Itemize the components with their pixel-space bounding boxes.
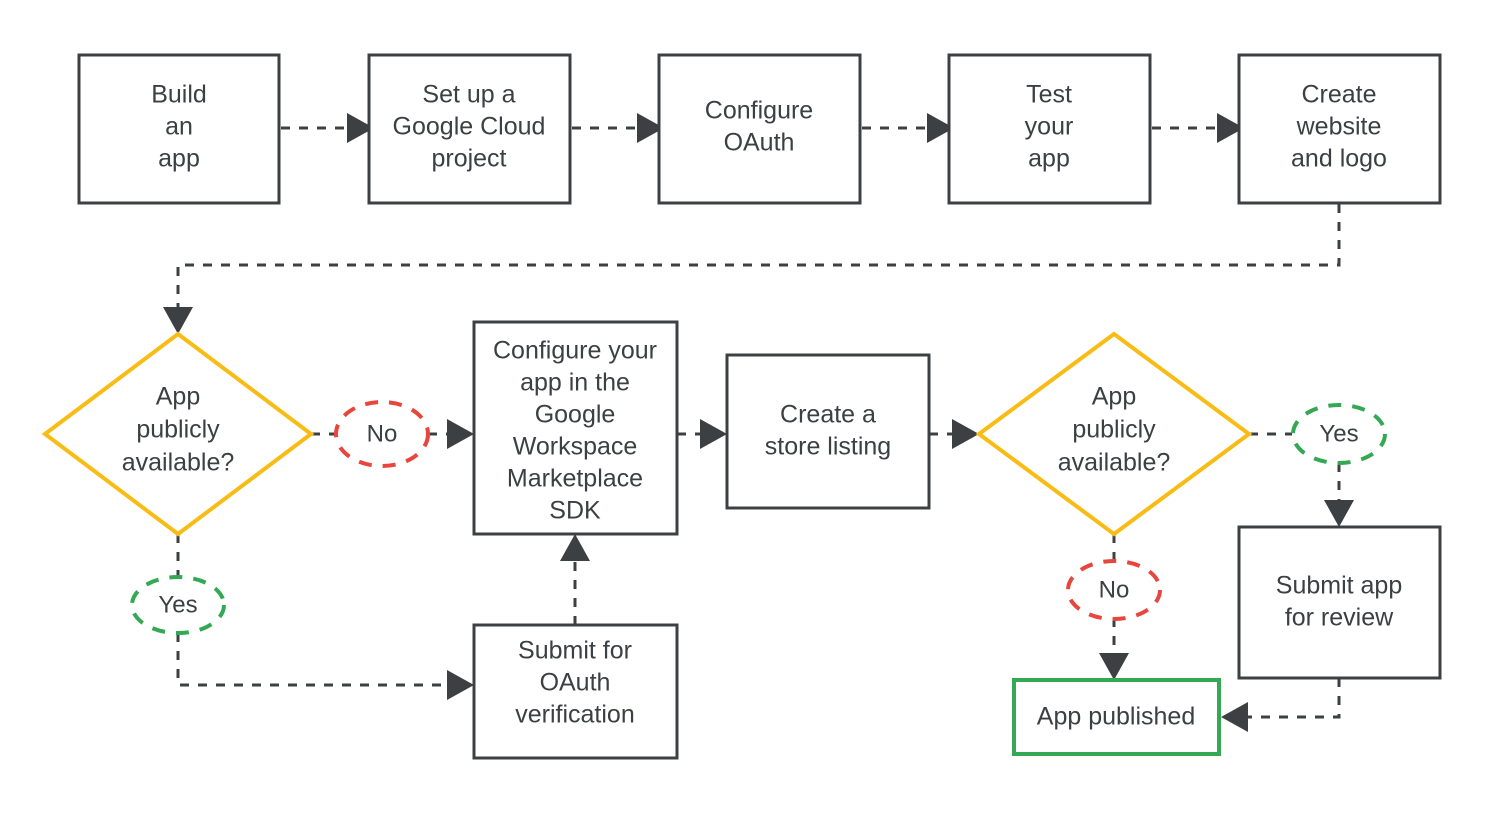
node-submit-for-oauth-verification[interactable]: Submit for OAuth verification (472, 623, 679, 760)
node-configure-sdk-line3: Google (535, 401, 616, 429)
node-submit-app-for-review[interactable]: Submit app for review (1237, 525, 1442, 680)
node-configure-app-marketplace-sdk[interactable]: Configure your app in the Google Workspa… (472, 320, 679, 536)
node-submit-oauth-line3: verification (515, 701, 635, 729)
edge-label-left-yes-text: Yes (158, 591, 197, 618)
node-build-an-app[interactable]: Build an app (77, 53, 281, 205)
node-decision-app-publicly-available-left[interactable]: App publicly available? (41, 331, 315, 537)
node-test-your-app-line3: app (1028, 145, 1070, 173)
node-test-your-app[interactable]: Test your app (947, 53, 1152, 205)
edge-sdk-to-store-listing (677, 419, 727, 449)
edge-label-left-no-text: No (367, 420, 398, 447)
edge-decision-right-no (1099, 534, 1129, 680)
edge-build-to-gcp (281, 113, 374, 143)
node-decision-right-line2: publicly (1072, 416, 1156, 444)
node-configure-oauth[interactable]: Configure OAuth (657, 53, 862, 205)
node-app-published[interactable]: App published (1012, 678, 1221, 756)
node-test-your-app-line1: Test (1026, 81, 1072, 109)
node-setup-google-cloud-project-line3: project (431, 145, 506, 173)
node-create-a-store-listing[interactable]: Create a store listing (725, 353, 931, 510)
edge-oauth-to-test (862, 113, 954, 143)
node-decision-right-line3: available? (1058, 449, 1171, 477)
node-decision-right-line1: App (1092, 383, 1136, 411)
node-build-an-app-line1: Build (151, 81, 207, 109)
node-create-website-and-logo[interactable]: Create website and logo (1237, 53, 1442, 205)
node-create-store-listing-line1: Create a (780, 401, 876, 429)
edge-test-to-website (1152, 113, 1244, 143)
node-test-your-app-line2: your (1025, 113, 1074, 141)
edge-submit-review-to-published (1221, 678, 1341, 732)
node-decision-left-line3: available? (122, 449, 235, 477)
node-submit-oauth-line1: Submit for (518, 637, 632, 665)
edge-oauth-verification-to-sdk (560, 534, 590, 625)
node-configure-oauth-line2: OAuth (724, 129, 795, 157)
node-decision-left-line2: publicly (136, 416, 220, 444)
node-configure-sdk-line2: app in the (520, 369, 630, 397)
node-create-website-and-logo-line1: Create (1301, 81, 1376, 109)
node-create-website-and-logo-line2: website (1296, 113, 1382, 141)
edge-label-right-no-text: No (1099, 576, 1130, 603)
node-build-an-app-line3: app (158, 145, 200, 173)
node-create-store-listing-line2: store listing (765, 433, 891, 461)
node-decision-app-publicly-available-right[interactable]: App publicly available? (975, 331, 1253, 537)
node-configure-oauth-line1: Configure (705, 97, 813, 125)
edge-label-right-yes: Yes (1291, 403, 1387, 465)
edge-decision-right-yes (1249, 432, 1354, 527)
node-submit-review-line1: Submit app (1276, 572, 1402, 600)
node-configure-sdk-line1: Configure your (493, 337, 657, 365)
node-app-published-label: App published (1037, 703, 1195, 731)
edge-label-right-no: No (1066, 559, 1162, 621)
node-decision-left-line1: App (156, 383, 200, 411)
node-create-website-and-logo-line3: and logo (1291, 145, 1387, 173)
node-setup-google-cloud-project-line1: Set up a (422, 81, 515, 109)
node-setup-google-cloud-project-line2: Google Cloud (393, 113, 546, 141)
node-submit-review-line2: for review (1285, 604, 1394, 632)
edge-label-left-yes: Yes (130, 575, 226, 635)
node-configure-sdk-line4: Workspace (513, 433, 638, 461)
edge-label-right-yes-text: Yes (1319, 420, 1358, 447)
node-submit-oauth-line2: OAuth (540, 669, 611, 697)
edge-label-left-no: No (334, 400, 430, 468)
node-configure-sdk-line6: SDK (549, 497, 601, 525)
edge-website-to-decision-left (163, 204, 1341, 334)
edge-gcp-to-oauth (572, 113, 664, 143)
node-build-an-app-line2: an (165, 113, 193, 141)
node-setup-google-cloud-project[interactable]: Set up a Google Cloud project (367, 53, 572, 205)
edge-decision-left-yes (176, 534, 474, 700)
node-configure-sdk-line5: Marketplace (507, 465, 643, 493)
edge-decision-left-no (311, 419, 474, 449)
edge-store-listing-to-decision-right (929, 419, 979, 449)
